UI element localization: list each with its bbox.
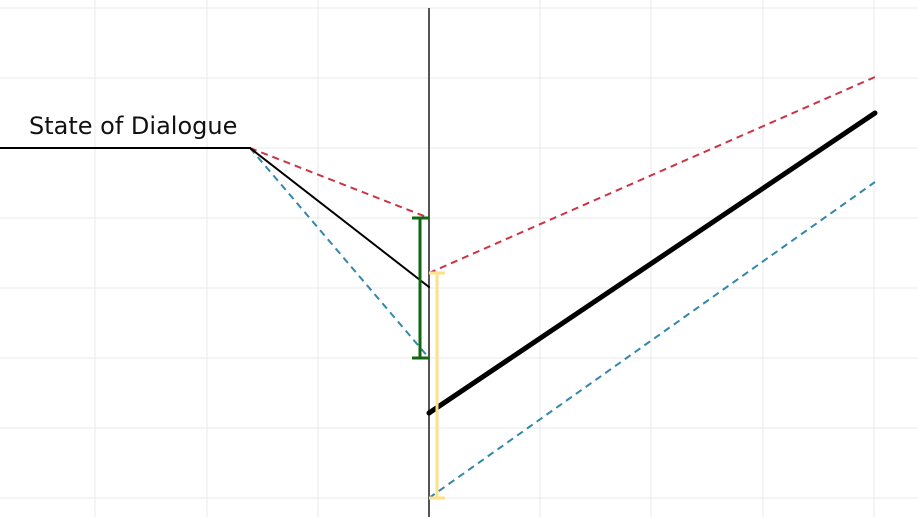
recovery-segment [426,110,878,416]
green-range-bracket [412,216,429,360]
lower-dashed-segment-before [249,147,430,359]
upper-dashed-segment-before [249,147,430,219]
state-of-dialogue-label: State of Dialogue [29,112,237,140]
yellow-range-bracket [429,271,445,500]
lower-dashed-segment-after [428,181,876,499]
upper-dashed-segment-after [428,76,876,274]
decline-segment [249,147,430,288]
